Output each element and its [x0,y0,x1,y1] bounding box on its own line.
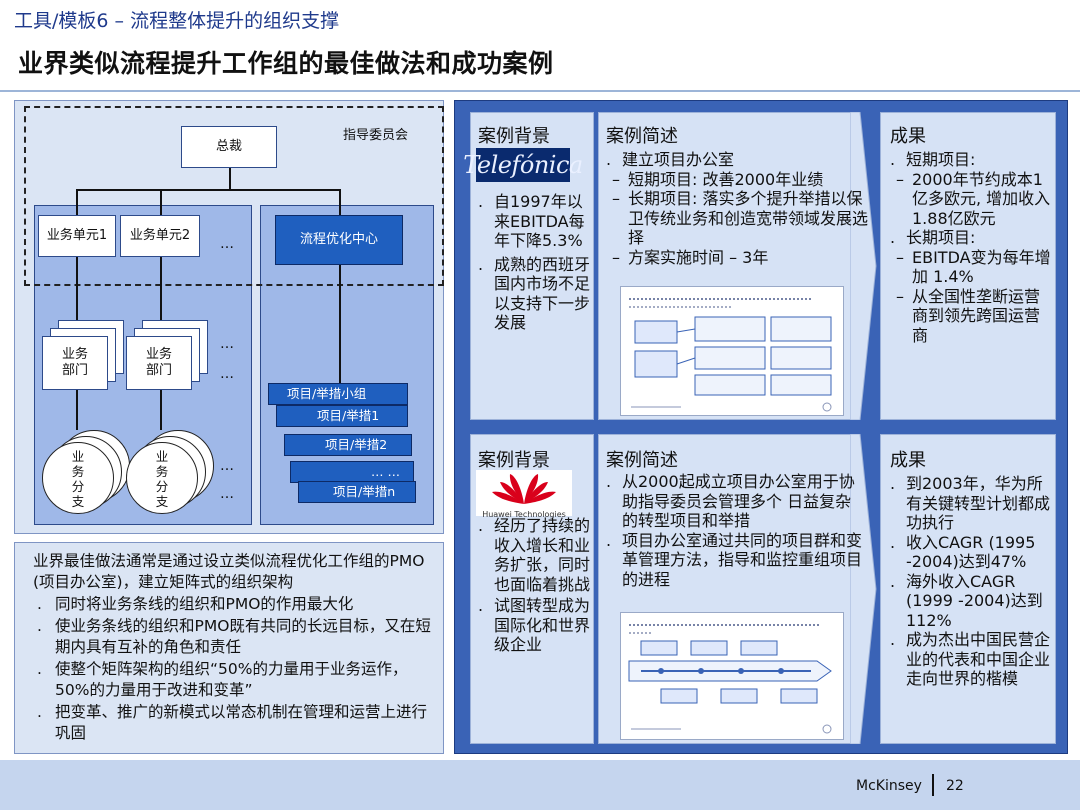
ceo-connector [229,168,231,190]
header-divider [0,90,1080,92]
case1-results-cell [880,112,1056,420]
project-tag-ellipsis: … … [290,461,414,483]
list-sub-item: –EBITDA变为每年增加 1.4% [896,247,1051,287]
business-department-1: 业务 部门 [42,336,108,390]
list-item: .建立项目办公室 [606,150,735,169]
list-item: .经历了持续的收入增长和业务扩张，同时也面临着挑战 [478,516,591,594]
steering-committee-label: 指导委员会 [343,128,409,143]
case2-results-cell [880,434,1056,744]
list-item: .收入CAGR (1995 -2004)达到47% [890,532,1036,572]
case2-arrow-shape [850,434,877,744]
business-branch-1-label: 业 务 分 支 [71,449,85,509]
case1-results-title: 成果 [890,126,926,147]
bu2-down-line [160,257,162,337]
best-practice-item: .同时将业务条线的组织和PMO的作用最大化 [37,595,354,613]
list-item: .长期项目: [890,228,976,247]
case1-thumbnail [620,286,844,416]
business-branch-1 [42,442,114,514]
list-item: .到2003年，华为所有关键转型计划都成功执行 [890,474,1051,532]
business-branch-2-label: 业 务 分 支 [155,449,169,509]
business-unit-1: 业务单元1 [38,215,116,257]
list-item: .试图转型成为国际化和世界级企业 [478,596,591,654]
center-connector [339,189,341,215]
case1-background-list: .自1997年以来EBITDA每年下降5.3% .成熟的西班牙国内市场不足以支持… [478,192,590,333]
best-practice-panel: 业界最佳做法通常是通过设立类似流程优化工作组的PMO (项目办公室)，建立矩阵式… [14,542,444,754]
footer-bar [0,760,1080,810]
footer-separator [932,774,934,796]
best-practice-item: .使整个矩阵架构的组织“50%的力量用于业务运作， 50%的力量用于改进和变革” [37,660,408,699]
process-optimization-center: 流程优化中心 [275,215,403,265]
steering-committee-frame [24,106,444,286]
project-tag-1: 项目/举措1 [276,405,408,427]
list-item: .项目办公室通过共同的项目群和变革管理方法，指导和监控重组项目的进程 [606,530,863,589]
branch-ellipsis-1: … [220,458,235,474]
case2-thumbnail [620,612,844,740]
huawei-logo-mark [492,474,556,504]
list-sub-item: –长期项目: 落实多个提升举措以保卫传统业务和创造宽带领域发展选择 [612,189,869,247]
project-tag-group: 项目/举措小组 [268,383,408,405]
project-tag-n: 项目/举措n [298,481,416,503]
bu-ellipsis: … [220,236,235,252]
footer-brand: McKinsey [856,778,922,794]
ceo-box: 总裁 [181,126,277,168]
dept-ellipsis-1: … [220,336,235,352]
case1-thumbnail-graphic [629,298,832,412]
case2-thumbnail-graphic [628,624,832,734]
best-practice-item: .使业务条线的组织和PMO既有共同的长远目标，又在短期内具有互补的角色和责任 [37,617,431,656]
business-unit-2: 业务单元2 [120,215,200,257]
case2-summary-title: 案例简述 [606,450,678,471]
list-item: .短期项目: [890,150,976,169]
dept-ellipsis-2: … [220,366,235,382]
project-tag-2: 项目/举措2 [284,434,412,456]
huawei-logo-text: Huawei Technologies [482,510,566,519]
page-number: 22 [946,778,964,794]
center-down-line [339,265,341,385]
dept2-branch-line [160,390,162,430]
best-practice-item: .把变革、推广的新模式以常态机制在管理和运营上进行巩固 [37,703,428,742]
list-item: .自1997年以来EBITDA每年下降5.3% [478,192,585,250]
case1-background-title: 案例背景 [478,126,550,147]
case2-background-title: 案例背景 [478,450,550,471]
best-practice-lead: 业界最佳做法通常是通过设立类似流程优化工作组的PMO (项目办公室)，建立矩阵式… [33,552,425,591]
branch-ellipsis-2: … [220,486,235,502]
business-department-2: 业务 部门 [126,336,192,390]
list-item: .从2000起成立项目办公室用于协助指导委员会管理多个 日益复杂的转型项目和举措 [606,472,855,530]
bu2-connector [160,189,162,215]
case2-results-list: .到2003年，华为所有关键转型计划都成功执行 .收入CAGR (1995 -2… [890,474,1054,689]
list-item: .海外收入CAGR (1999 -2004)达到112% [890,571,1043,630]
list-item: .成为杰出中国民营企业的代表和中国企业走向世界的楷模 [890,630,1051,688]
bu1-down-line [76,257,78,337]
huawei-logo: Huawei Technologies [476,470,572,519]
list-item: .成熟的西班牙国内市场不足以支持下一步发展 [478,254,591,333]
list-sub-item: –方案实施时间 – 3年 [612,247,769,267]
list-sub-item: –2000年节约成本1亿多欧元, 增加收入1.88亿欧元 [896,169,1051,228]
case2-results-title: 成果 [890,450,926,471]
page-subtitle: 工具/模板6 – 流程整体提升的组织支撑 [14,10,340,32]
case2-background-list: .经历了持续的收入增长和业务扩张，同时也面临着挑战 .试图转型成为国际化和世界级… [478,516,590,655]
case1-summary-list: .建立项目办公室 –短期项目: 改善2000年业绩 –长期项目: 落实多个提升举… [606,150,868,267]
business-branch-2 [126,442,198,514]
list-sub-item: –短期项目: 改善2000年业绩 [612,169,824,189]
list-sub-item: –从全国性垄断运营商到领先跨国运营商 [896,286,1041,345]
case1-results-list: .短期项目: –2000年节约成本1亿多欧元, 增加收入1.88亿欧元 .长期项… [890,150,1052,345]
org-hline [76,189,340,191]
bu1-connector [76,189,78,215]
case1-arrow-shape [850,112,877,420]
page-title: 业界类似流程提升工作组的最佳做法和成功案例 [18,49,554,78]
case2-summary-list: .从2000起成立项目办公室用于协助指导委员会管理多个 日益复杂的转型项目和举措… [606,472,864,589]
dept1-branch-line [76,390,78,430]
case1-summary-title: 案例简述 [606,126,678,147]
telefonica-logo: Telefónica [463,148,583,182]
